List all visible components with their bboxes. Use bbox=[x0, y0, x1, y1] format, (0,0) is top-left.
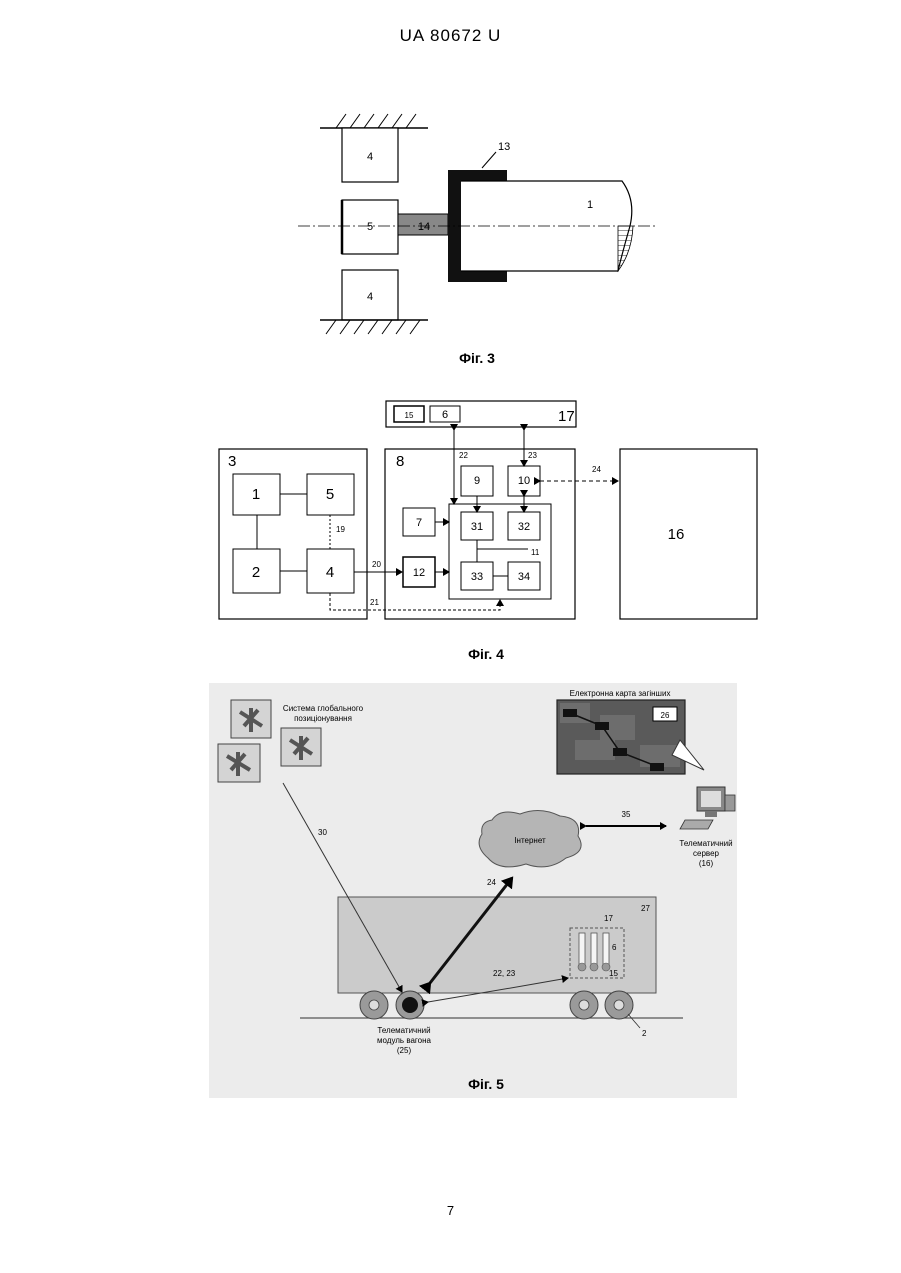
fig3-label-body: 1 bbox=[587, 199, 593, 211]
fig4-cell-12: 12 bbox=[413, 567, 425, 579]
server-label-line2: сервер bbox=[693, 849, 720, 858]
fig4-link-21: 21 bbox=[370, 598, 379, 607]
fig4-cell-5: 5 bbox=[326, 486, 334, 503]
fig3-label-mid-block: 5 bbox=[367, 221, 373, 233]
sensor-base-label: 15 bbox=[609, 969, 618, 978]
fig4-cell-34: 34 bbox=[518, 571, 530, 583]
fig4-cell-1: 1 bbox=[252, 486, 260, 503]
fig4-label-mid-box: 8 bbox=[396, 453, 404, 470]
fig4-inner-label-11: 11 bbox=[531, 548, 540, 557]
fig4-link-23: 23 bbox=[528, 451, 537, 460]
internet-label: Інтернет bbox=[514, 836, 546, 845]
fig4-label-right-box: 16 bbox=[668, 526, 685, 543]
server-label-line3: (16) bbox=[699, 859, 714, 868]
wheel bbox=[360, 991, 388, 1019]
link-module-sensors: 22, 23 bbox=[493, 969, 516, 978]
map-title: Електронна карта загінших bbox=[570, 689, 671, 698]
fig4-cell-2: 2 bbox=[252, 564, 260, 581]
wheel bbox=[570, 991, 598, 1019]
fig4-link-20: 20 bbox=[372, 560, 381, 569]
figure-3: 4 5 14 1 13 4 Фіг. 3 bbox=[298, 114, 656, 366]
fig4-cell-7: 7 bbox=[416, 517, 422, 529]
satellite-icon bbox=[231, 700, 271, 738]
module-label-line3: (25) bbox=[397, 1046, 412, 1055]
fig4-cell-33: 33 bbox=[471, 571, 483, 583]
map-badge: 26 bbox=[661, 711, 670, 720]
figure-5: Система глобального позиціонування Елект… bbox=[209, 683, 737, 1098]
server-label-line1: Телематичний bbox=[679, 839, 732, 848]
fig4-cell-15: 15 bbox=[405, 411, 414, 420]
figure-4 bbox=[219, 401, 757, 619]
fig3-label-top-block: 4 bbox=[367, 151, 373, 163]
fig4-cell-6: 6 bbox=[442, 409, 448, 421]
satellite-icon bbox=[218, 744, 260, 782]
link-gps: 30 bbox=[318, 828, 327, 837]
module-label-line2: модуль вагона bbox=[377, 1036, 432, 1045]
fig4-link-19: 19 bbox=[336, 525, 345, 534]
fig4-cell-31: 31 bbox=[471, 521, 483, 533]
telematic-module bbox=[396, 991, 424, 1019]
sensor-group-label: 17 bbox=[604, 914, 613, 923]
fig4-label-top-box: 17 bbox=[558, 408, 575, 425]
fig4-cell-10: 10 bbox=[518, 475, 530, 487]
satellite-icon bbox=[281, 728, 321, 766]
page-number: 7 bbox=[0, 1203, 901, 1218]
module-label-line1: Телематичний bbox=[377, 1026, 430, 1035]
fig4-cell-9: 9 bbox=[474, 475, 480, 487]
link-internet-module: 24 bbox=[487, 878, 496, 887]
fig4-link-22: 22 bbox=[459, 451, 468, 460]
gps-label-line1: Система глобального bbox=[283, 704, 364, 713]
fig3-label-bottom-block: 4 bbox=[367, 291, 373, 303]
fig4-link-24: 24 bbox=[592, 465, 601, 474]
fig4-caption: Фіг. 4 bbox=[468, 646, 504, 662]
wagon-label: 27 bbox=[641, 904, 650, 913]
wheel-label: 2 bbox=[642, 1029, 647, 1038]
fig3-caption: Фіг. 3 bbox=[459, 350, 495, 366]
fig4-label-left-box: 3 bbox=[228, 453, 236, 470]
fig3-label-shaft: 14 bbox=[418, 221, 430, 233]
fig5-caption: Фіг. 5 bbox=[468, 1076, 504, 1092]
fig4-cell-4: 4 bbox=[326, 564, 334, 581]
link-internet-server: 35 bbox=[622, 810, 631, 819]
sensor-label: 6 bbox=[612, 943, 617, 952]
fig4-cell-32: 32 bbox=[518, 521, 530, 533]
gps-label-line2: позиціонування bbox=[294, 714, 352, 723]
fig3-label-clamp: 13 bbox=[498, 141, 510, 153]
